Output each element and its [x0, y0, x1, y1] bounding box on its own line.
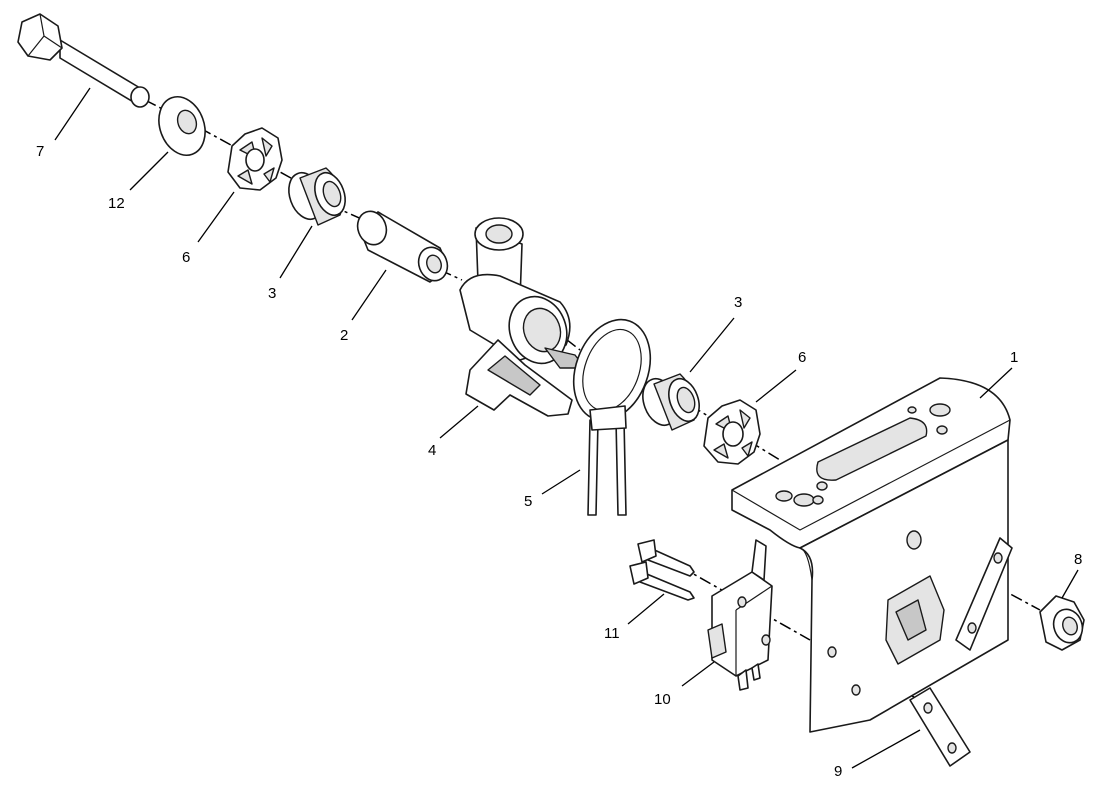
callout-11: 11 [604, 625, 620, 642]
callout-12: 12 [108, 195, 125, 212]
callout-5: 5 [524, 493, 532, 510]
callout-labels: 7 12 6 3 2 4 5 3 6 1 8 11 10 9 [36, 143, 1082, 780]
flat-washer-part [158, 96, 206, 156]
bolt-part [17, 13, 150, 108]
screws-part [629, 539, 695, 601]
tab-washer-left-part [227, 127, 283, 191]
plate-part [909, 687, 971, 767]
bushing-left-part [288, 167, 346, 226]
lever-body-part [459, 217, 586, 417]
bracket-part [731, 377, 1013, 733]
callout-7: 7 [36, 143, 44, 160]
callout-1: 1 [1010, 349, 1018, 366]
callout-6-left: 6 [182, 249, 190, 266]
tab-washer-right-part [703, 399, 761, 465]
callout-9: 9 [834, 763, 842, 780]
callout-2: 2 [340, 327, 348, 344]
bushing-right-part [642, 373, 700, 431]
callout-3-left: 3 [268, 285, 276, 302]
callout-8: 8 [1074, 551, 1082, 568]
callout-3-right: 3 [734, 294, 742, 311]
callout-6-right: 6 [798, 349, 806, 366]
callout-10: 10 [654, 691, 671, 708]
spacer-part [356, 210, 449, 283]
rod-loop-part [572, 318, 652, 516]
switch-part [707, 539, 773, 691]
nut-part [1039, 595, 1085, 651]
leader-lines [54, 87, 1079, 769]
callout-4: 4 [428, 442, 436, 459]
